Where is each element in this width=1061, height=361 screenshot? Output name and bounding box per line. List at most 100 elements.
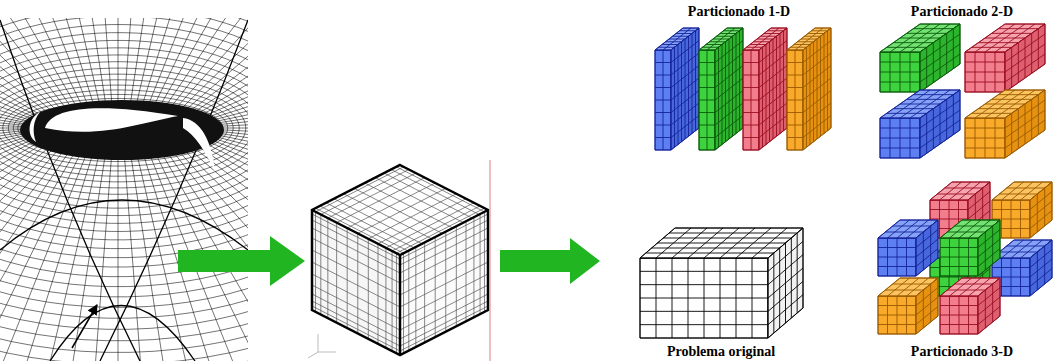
grid-line [655,137,671,138]
grid-line [926,47,927,87]
mesh-line [0,139,54,361]
front-grid [965,52,1005,92]
grid-line [978,42,1018,43]
grid-line [978,307,1000,325]
mesh-line [0,55,248,201]
grid-line [888,220,910,238]
side-face [920,24,960,92]
grid-line [940,278,962,296]
grid-line [940,182,962,200]
grid-line [785,243,786,323]
grid-line [768,258,769,338]
slab [743,28,787,150]
grid-line [1005,118,1006,158]
grid-line [725,42,726,142]
grid-line [710,41,726,42]
grid-line [321,170,409,215]
grid-line [683,28,699,29]
mesh-line [0,18,71,114]
grid-line [480,214,481,314]
grid-boundary [50,306,195,361]
grid-line [992,277,1030,278]
grid-line [347,228,348,328]
grid-line [743,50,759,51]
grid-line [950,278,972,296]
grid-line [680,30,696,31]
mesh-line [86,18,112,112]
mesh-line [0,18,248,249]
grid-boundary [0,20,140,361]
mesh-line [203,39,248,124]
grid-line [950,220,972,238]
grid-line [978,220,1000,238]
grid-line [706,44,722,45]
front-face [965,118,1005,158]
grid-line [880,158,920,159]
grid-line [779,248,780,328]
grid-line [699,75,715,76]
front-grid [880,52,920,92]
grid-line [1030,269,1052,287]
mesh-line [0,142,71,361]
grid-line [972,47,1012,48]
mesh-line [0,18,248,361]
grid-line [473,217,474,317]
grid-line [940,334,978,335]
mesh-line [160,142,248,361]
grid-line [820,36,821,136]
grid-line [930,182,952,200]
mesh-line [0,142,76,361]
part-cube [878,278,938,334]
grid-line [893,284,931,285]
grid-line [659,47,675,48]
airfoil-slat [30,112,40,142]
front-grid [940,296,978,334]
grid-line [757,39,773,40]
grid-line [655,100,671,101]
grid-line [960,24,961,64]
grid-line [978,108,1018,109]
grid-line [978,258,1000,276]
grid-line [968,201,990,219]
grid-line [759,50,760,150]
mesh-line [0,18,76,114]
axes [308,334,336,358]
part-cube [878,220,938,276]
grid-line [1045,90,1046,130]
grid-line [878,238,916,239]
grid-line [1045,24,1046,64]
grid-line [1007,246,1045,247]
mesh-line [0,18,248,240]
mesh-line [129,144,182,361]
grid-line [312,301,400,346]
grid-line [940,324,978,325]
grid-line [1030,258,1031,296]
grid-line [998,28,1038,29]
mesh-line [0,18,50,118]
grid-line [312,262,400,307]
mesh-line [0,68,248,188]
grid-line [926,113,927,153]
grid-line [920,118,921,158]
grid-line [916,278,938,296]
front-grid [878,296,916,334]
cube-outline [312,165,488,355]
grid-line [1037,252,1038,290]
grid-line [992,209,1030,210]
grid-line [920,118,921,158]
grid-line [699,50,715,51]
grid-line [403,253,404,353]
grid-line [916,230,938,248]
mesh-line [23,18,102,112]
grid-line [985,38,1025,39]
grid-line [699,50,715,51]
grid-line [893,108,933,109]
grid-line [408,251,409,351]
grid-line [400,274,488,319]
partition-group: Problema original [632,218,810,360]
grid-line [1011,47,1012,87]
mesh-line [0,134,36,259]
grid-line [400,306,488,351]
grid-line [1011,113,1012,153]
